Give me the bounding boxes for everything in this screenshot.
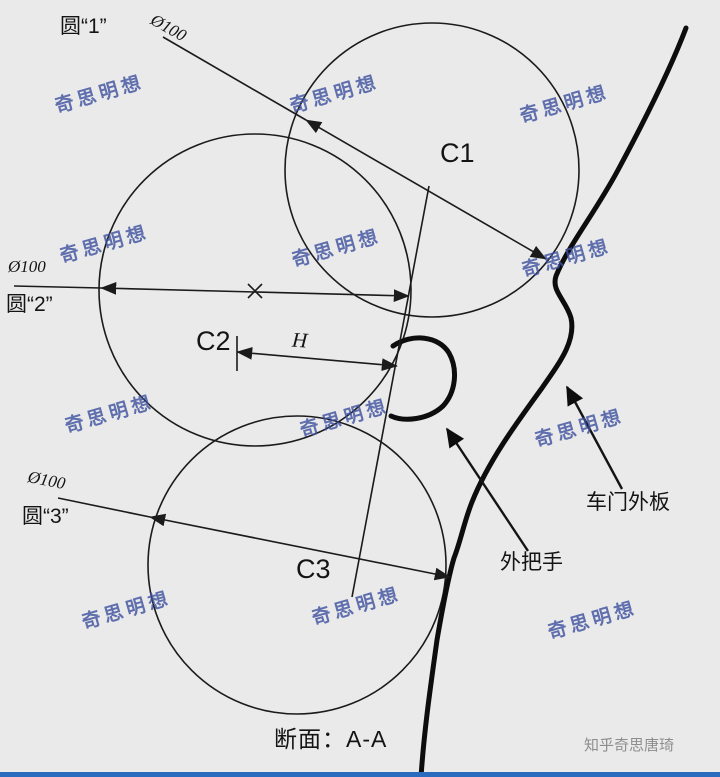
door-panel-arrow (565, 385, 624, 490)
circle1-dim-line (305, 119, 547, 260)
circle-2 (98, 133, 412, 447)
circle-1 (284, 22, 580, 318)
outer-handle-arrow (446, 427, 529, 552)
door-panel-curve (418, 25, 689, 777)
section-caption: 断面：A-A (274, 726, 388, 752)
center-connect-line (351, 185, 430, 598)
circle2-diameter-label: Ø100 (8, 257, 46, 276)
door-panel-label: 车门外板 (586, 491, 670, 514)
h-dim-line (236, 346, 398, 372)
circle2-name-label: 圆“2” (6, 293, 53, 316)
circle3-dim-leader (57, 497, 151, 518)
outer-handle-label: 外把手 (500, 551, 563, 574)
circle2-center-cross (247, 283, 263, 299)
bottom-border (0, 772, 720, 777)
circle2-dim-leader (13, 285, 102, 289)
circle1-name-label: 圆“1” (60, 15, 107, 38)
circle3-dim-line (149, 513, 451, 581)
h-dimension-label: H (291, 327, 309, 353)
circle3-name-label: 圆“3” (22, 505, 69, 528)
credit-watermark: 知乎奇思唐琦 (584, 737, 675, 754)
circle1-center-label: C1 (440, 138, 475, 168)
circle1-dim-leader (162, 36, 307, 121)
circle2-center-label: C2 (196, 326, 231, 356)
outer-handle-curve (388, 335, 457, 422)
circle3-center-label: C3 (296, 554, 331, 584)
